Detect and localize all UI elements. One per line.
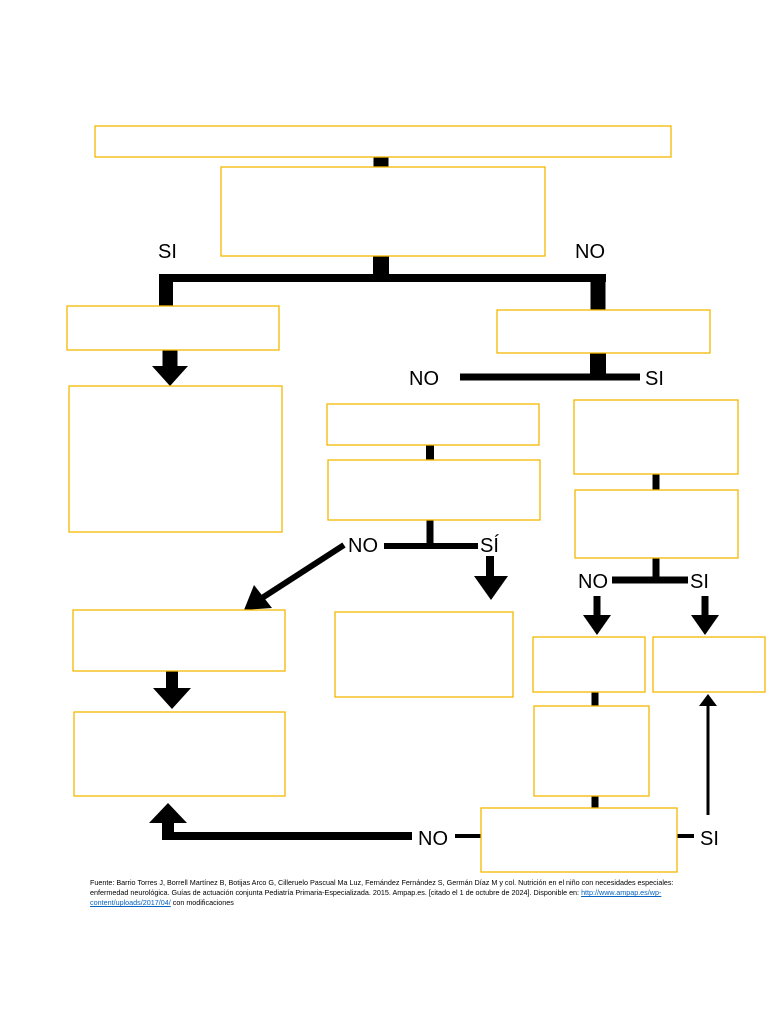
label-mid-no: NO <box>409 368 439 390</box>
label-bottom-no: NO <box>418 828 448 850</box>
bottom-question-box <box>480 807 678 873</box>
source-suffix: con modificaciones <box>172 898 234 907</box>
source-citation: Fuente: Barrio Torres J, Borrell Martíne… <box>90 878 690 908</box>
center-step-1-box <box>326 403 540 446</box>
connector-center-no-diagonal <box>260 542 346 601</box>
center-question-box <box>327 459 541 521</box>
right-question-box <box>496 309 711 354</box>
arrowhead-center-si <box>474 576 508 600</box>
arrowhead-right-si <box>691 615 719 635</box>
arrowhead-left-step <box>152 366 188 386</box>
left-result-box <box>68 385 283 533</box>
label-mid-si: SI <box>645 368 664 390</box>
label-right-si: SI <box>690 571 709 593</box>
arrowhead-bottom-no <box>149 803 187 823</box>
title-box <box>94 125 672 158</box>
right-step-1-box <box>573 399 739 475</box>
question-main-box <box>220 166 546 257</box>
left-lower-step-box <box>72 609 286 672</box>
right-no-step-2-box <box>533 705 650 797</box>
arrowhead-center-no-diagonal <box>244 585 272 610</box>
left-step-box <box>66 305 280 351</box>
label-bottom-si: SI <box>700 828 719 850</box>
label-top-si: SI <box>158 241 177 263</box>
arrowhead-bottom-si <box>699 694 717 706</box>
source-link[interactable]: http://www.ampap.es/wp-content/uploads/2… <box>90 888 662 907</box>
arrowhead-right-no <box>583 615 611 635</box>
label-right-no: NO <box>578 571 608 593</box>
source-text: Fuente: Barrio Torres J, Borrell Martíne… <box>90 878 674 897</box>
left-bottom-result-box <box>73 711 286 797</box>
arrowhead-left-lower <box>153 688 191 709</box>
label-top-no: NO <box>575 241 605 263</box>
center-result-box <box>334 611 514 698</box>
right-no-step-box <box>532 636 646 693</box>
label-center-no: NO <box>348 535 378 557</box>
right-si-step-box <box>652 636 766 693</box>
label-center-si: SÍ <box>480 534 499 557</box>
right-question-2-box <box>574 489 739 559</box>
